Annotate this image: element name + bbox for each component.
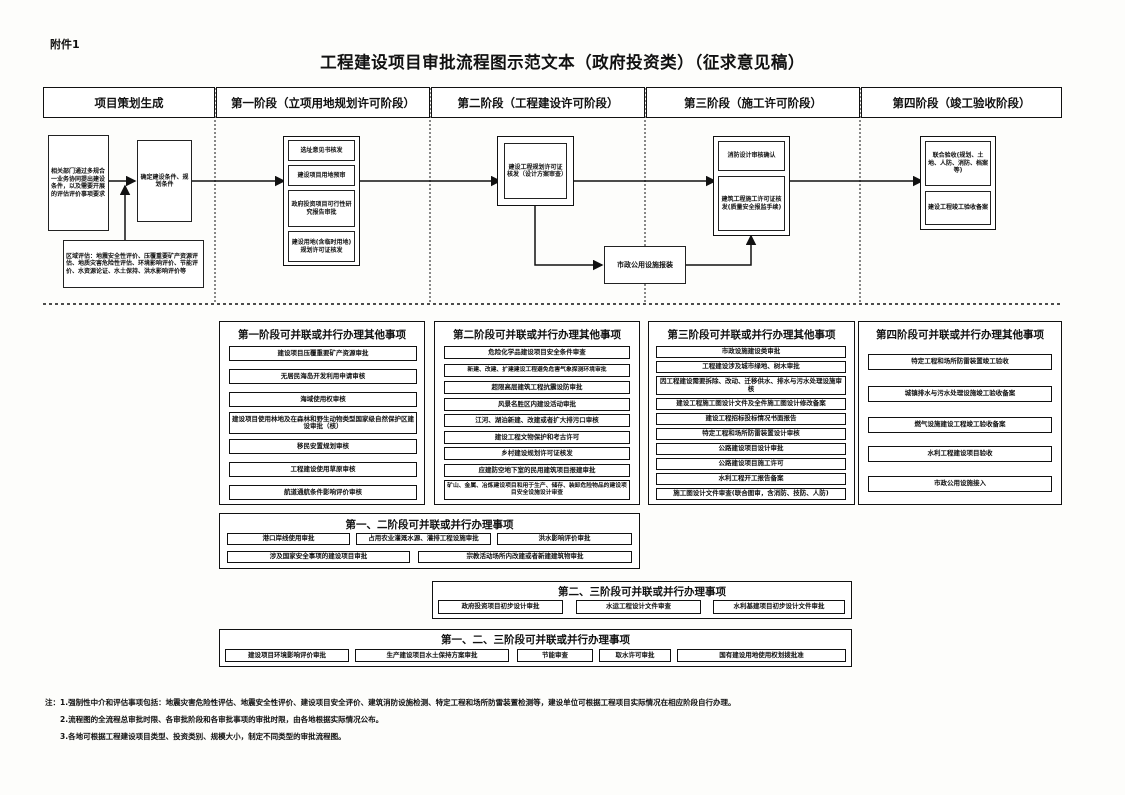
stage2-parallel-item: 应建防空地下室的民用建筑项目报建审批 <box>444 464 630 477</box>
stage1-parallel-item: 工程建设使用草原审核 <box>229 462 417 477</box>
stage3-box-construction-permit: 建筑工程施工许可证核发(质量安全报监手续) <box>718 176 785 231</box>
stage3-parallel-item: 公路建设项目施工许可 <box>656 458 846 470</box>
conditions-box: 确定建设条件、规划条件 <box>137 140 192 222</box>
stage1-parallel-item: 海域使用权审核 <box>229 392 417 407</box>
municipal-utility-box: 市政公用设施报装 <box>604 246 686 284</box>
stage12-parallel-item: 宗教活动场所内改建或者新建建筑物审批 <box>418 551 632 563</box>
stage4-box-joint-acceptance: 联合验收(规划、土地、人防、消防、档案等) <box>925 141 991 186</box>
stage3-parallel-item: 特定工程和场所防雷装置设计审核 <box>656 428 846 440</box>
stage2-box-planning-permit: 建设工程规划许可证核发（设计方案审查） <box>504 143 567 199</box>
stage4-box-completion-filing: 建设工程竣工验收备案 <box>925 191 991 225</box>
stage23-parallel-item: 政府投资项目初步设计审批 <box>438 600 563 614</box>
stage12-parallel-title: 第一、二阶段可并联或并行办理事项 <box>345 519 514 531</box>
stage4-parallel-title: 第四阶段可并联或并行办理其他事项 <box>876 329 1044 341</box>
stage4-parallel-item: 燃气设施建设工程竣工验收备案 <box>868 417 1052 433</box>
stage3-parallel-title: 第三阶段可并联或并行办理其他事项 <box>667 329 836 341</box>
stage3-parallel-item: 工程建设涉及城市绿地、树木审批 <box>656 361 846 373</box>
stage123-parallel-title: 第一、二、三阶段可并联或并行办理事项 <box>441 634 630 646</box>
stage4-parallel-item: 城镇排水与污水处理设施竣工验收备案 <box>868 386 1052 402</box>
stage23-parallel-title: 第二、三阶段可并联或并行办理事项 <box>558 586 726 598</box>
attachment-label: 附件1 <box>50 38 80 51</box>
stage2-parallel-item: 江河、湖泊新建、改建或者扩大排污口审核 <box>444 414 630 427</box>
stage2-parallel-item: 建设工程文物保护和考古许可 <box>444 431 630 444</box>
stage23-parallel-item: 水运工程设计文件审查 <box>576 600 701 614</box>
stage3-parallel-item: 建设工程施工图设计文件及全件施工图设计修改备案 <box>656 398 846 410</box>
stage1-parallel-item: 建设项目使用林地及在森林和野生动物类型国家级自然保护区建设审批（核） <box>229 412 417 434</box>
stage2-parallel-item: 乡村建设规划许可证核发 <box>444 447 630 460</box>
stage123-parallel-item: 取水许可审批 <box>599 649 671 662</box>
stage3-parallel-item: 因工程建设需要拆除、改动、迁移供水、排水与污水处理设施审核 <box>656 376 846 395</box>
page-title: 工程建设项目审批流程图示范文本（政府投资类）（征求意见稿） <box>320 53 805 72</box>
stage2-parallel-title: 第二阶段可并联或并行办理其他事项 <box>453 329 621 341</box>
stage12-parallel-item: 港口岸线使用审批 <box>227 533 350 545</box>
stage-header-planning: 项目策划生成 <box>43 87 215 118</box>
stage4-parallel-item: 市政公用设施接入 <box>868 476 1052 492</box>
stage2-parallel-item: 危险化学品建设项目安全条件审查 <box>444 346 630 359</box>
stage-header-2: 第二阶段（工程建设许可阶段） <box>431 87 645 118</box>
stage3-parallel-item: 公路建设项目设计审批 <box>656 443 846 455</box>
stage12-parallel-item: 占用农业灌溉水源、灌排工程设施审批 <box>356 533 491 545</box>
regional-assessment-box: 区域评估：地震安全性评价、压覆重要矿产资源评估、地质灾害危险性评估、环境影响评价… <box>63 240 204 288</box>
stage-header-3: 第三阶段（施工许可阶段） <box>646 87 860 118</box>
stage2-parallel-item: 新建、改建、扩建建设工程避免危害气象探测环境审批 <box>444 364 630 377</box>
stage2-parallel-item: 风景名胜区内建设活动审批 <box>444 398 630 411</box>
stage4-parallel-panel <box>858 321 1062 505</box>
footnote-3: 3.各地可根据工程建设项目类型、投资类别、规模大小，制定不同类型的审批流程图。 <box>60 732 346 741</box>
stage3-parallel-item: 市政设施建设类审批 <box>656 346 846 358</box>
stage3-parallel-item: 施工图设计文件审查(联合图审，含消防、技防、人防) <box>656 488 846 500</box>
stage3-box-fire-review: 消防设计审核确认 <box>718 141 785 171</box>
stage1-parallel-title: 第一阶段可并联或并行办理其他事项 <box>238 329 406 341</box>
stage-header-1: 第一阶段（立项用地规划许可阶段） <box>216 87 430 118</box>
stage1-parallel-item: 建设项目压覆重要矿产资源审批 <box>229 346 417 361</box>
stage123-parallel-item: 国有建设用地使用权划拨批准 <box>677 649 846 662</box>
stage4-parallel-item: 特定工程和场所防雷装置竣工验收 <box>868 354 1052 370</box>
footnote-2: 2.流程图的全流程总审批时限、各审批阶段和各审批事项的审批时限，由各地根据实际情… <box>60 715 384 724</box>
stage12-parallel-item: 洪水影响评价审批 <box>497 533 632 545</box>
stage123-parallel-item: 节能审查 <box>517 649 593 662</box>
stage1-parallel-item: 移民安置规划审核 <box>229 439 417 454</box>
stage2-parallel-item: 矿山、金属、冶炼建设项目和用于生产、储存、装卸危险物品的建设项目安全设施设计审查 <box>444 480 630 500</box>
stage23-parallel-item: 水利基建项目初步设计文件审批 <box>713 600 845 614</box>
footnote-1: 注：1.强制性中介和评估事项包括：地震灾害危险性评估、地震安全性评价、建设项目安… <box>45 698 736 707</box>
stage123-parallel-item: 建设项目环境影响评价审批 <box>225 649 349 662</box>
stage123-parallel-item: 生产建设项目水土保持方案审批 <box>355 649 509 662</box>
stage1-parallel-item: 无居民海岛开发利用申请审核 <box>229 369 417 384</box>
stage3-parallel-item: 水利工程开工报告备案 <box>656 473 846 485</box>
stage12-parallel-item: 涉及国家安全事项的建设项目审批 <box>227 551 410 563</box>
stage2-parallel-item: 超限高层建筑工程抗震设防审批 <box>444 381 630 394</box>
stage1-box-feasibility: 政府投资项目可行性研究报告审批 <box>288 190 355 227</box>
stage1-box-land-pre-review: 建设项目用地预审 <box>288 165 355 186</box>
stage3-parallel-item: 建设工程招标投标情况书面报告 <box>656 413 846 425</box>
multi-plan-consult-box: 相关部门通过多规合一业务协同提出建设条件，以及需要开展的评估评价事项要求 <box>48 135 109 231</box>
stage1-box-siting: 选址意见书核发 <box>288 140 355 161</box>
stage1-parallel-item: 航道通航条件影响评价审核 <box>229 485 417 500</box>
stage-header-4: 第四阶段（竣工验收阶段） <box>861 87 1062 118</box>
stage4-parallel-item: 水利工程建设项目验收 <box>868 446 1052 462</box>
stage1-box-land-permit: 建设用地(含临时用地)规划许可证核发 <box>288 231 355 262</box>
